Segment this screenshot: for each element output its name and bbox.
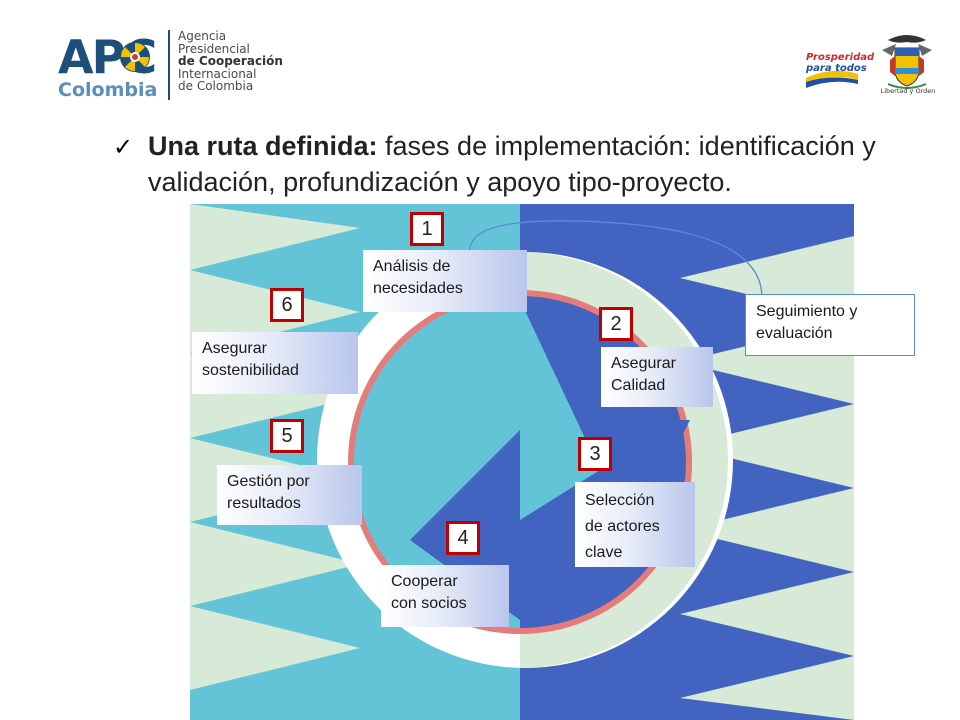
phase-3-number: 3 bbox=[578, 437, 612, 471]
prosperidad-logo-swoosh bbox=[806, 70, 858, 88]
agency-line-3: de Cooperación bbox=[178, 54, 283, 68]
apc-logo-country: Colombia bbox=[58, 79, 158, 101]
agency-line-2: Presidencial bbox=[178, 41, 250, 56]
arrow-left-up bbox=[350, 400, 520, 620]
agency-line-1: Agencia bbox=[178, 29, 227, 43]
phase-1-label: Análisis de necesidades bbox=[363, 250, 527, 312]
agency-line-4: Internacional bbox=[178, 66, 257, 81]
apc-logo-agency-name: Agencia Presidencial de Cooperación Inte… bbox=[178, 30, 283, 93]
bullet-text: Una ruta definida: fases de implementaci… bbox=[148, 128, 948, 200]
phase-2-label: Asegurar Calidad bbox=[601, 347, 713, 407]
phase-5-label: Gestión por resultados bbox=[217, 465, 362, 525]
monitoring-connector bbox=[469, 220, 763, 297]
agency-line-5: de Colombia bbox=[178, 79, 254, 93]
prosperidad-line-1: Prosperidad bbox=[806, 52, 875, 63]
apc-sun-icon bbox=[120, 42, 150, 72]
phase-6-number: 6 bbox=[270, 288, 304, 322]
arrow-right-down bbox=[520, 300, 690, 520]
bullet-body: fases de implementación: identificación … bbox=[148, 131, 876, 197]
bullet-bold-lead: Una ruta definida: bbox=[148, 131, 378, 161]
phase-2-number: 2 bbox=[599, 307, 633, 341]
coat-of-arms-caption: Libertad y Orden bbox=[880, 87, 936, 95]
prosperidad-logo: Prosperidad para todos bbox=[806, 52, 874, 74]
phase-5-number: 5 bbox=[270, 419, 304, 453]
checkmark-icon: ✓ bbox=[113, 133, 134, 161]
phase-4-number: 4 bbox=[446, 521, 480, 555]
phase-3-label: Selección de actores clave bbox=[575, 482, 695, 567]
phase-1-number: 1 bbox=[410, 212, 444, 246]
monitoring-label: Seguimiento y evaluación bbox=[745, 294, 915, 356]
prosperidad-line-2: para todos bbox=[806, 63, 867, 74]
phase-4-label: Cooperar con socios bbox=[381, 565, 509, 627]
apc-logo-divider bbox=[168, 30, 170, 100]
colombia-coat-of-arms-icon bbox=[882, 35, 932, 89]
phase-6-label: Asegurar sostenibilidad bbox=[192, 332, 358, 394]
